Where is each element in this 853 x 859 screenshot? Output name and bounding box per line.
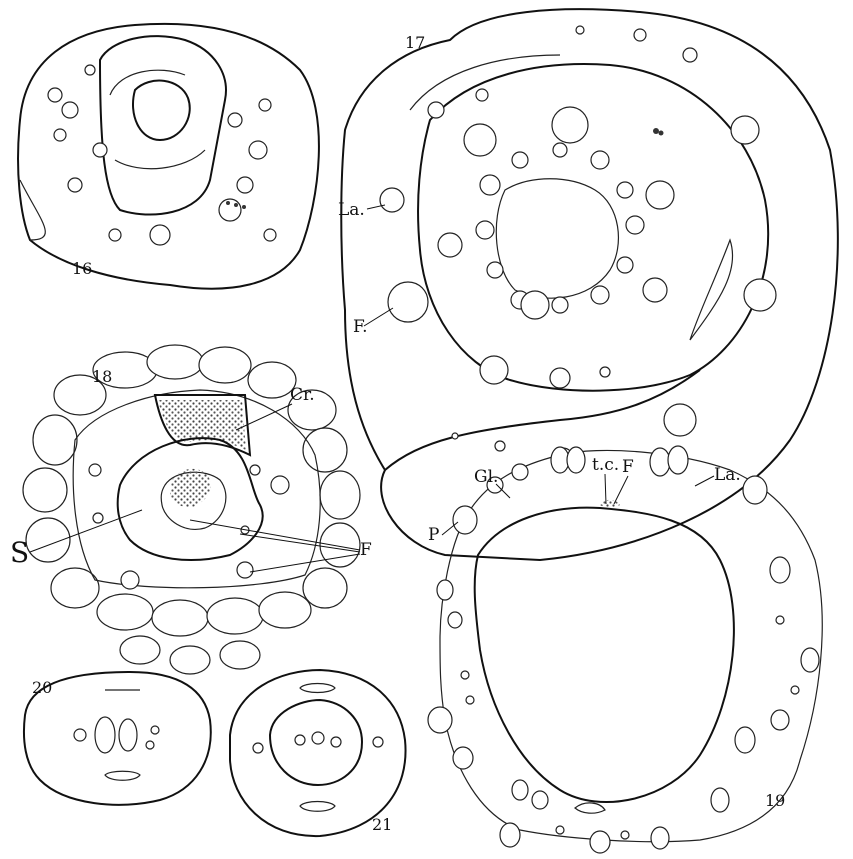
figure-20-number: 20 <box>32 678 52 697</box>
label-p-19: P <box>428 525 439 545</box>
figure-16: 16 <box>18 24 319 289</box>
figure-17-number: 17 <box>405 33 425 52</box>
figure-21: 21 <box>230 670 406 836</box>
figure-21-number: 21 <box>372 815 392 834</box>
figure-19-number: 19 <box>765 791 785 810</box>
label-la-17: La. <box>338 200 365 220</box>
label-f-18: F <box>360 540 372 560</box>
figure-20: 20 <box>24 672 211 805</box>
label-cr-18: Cr. <box>290 385 315 405</box>
figure-17: 17 La. F. <box>338 9 838 560</box>
label-gl-19: Gl. <box>474 467 498 487</box>
label-f-17: F. <box>353 317 368 337</box>
figure-18-number: 18 <box>92 367 112 386</box>
figure-19: 19 Gl. t.c. F La. P <box>428 446 822 853</box>
figure-18: 18 Cr. S F <box>10 345 372 674</box>
figure-16-number: 16 <box>72 259 92 278</box>
label-tc-19: t.c. <box>592 455 619 475</box>
label-la-19: La. <box>714 465 741 485</box>
label-s-18: S <box>10 536 29 569</box>
label-f-19: F <box>622 457 634 477</box>
